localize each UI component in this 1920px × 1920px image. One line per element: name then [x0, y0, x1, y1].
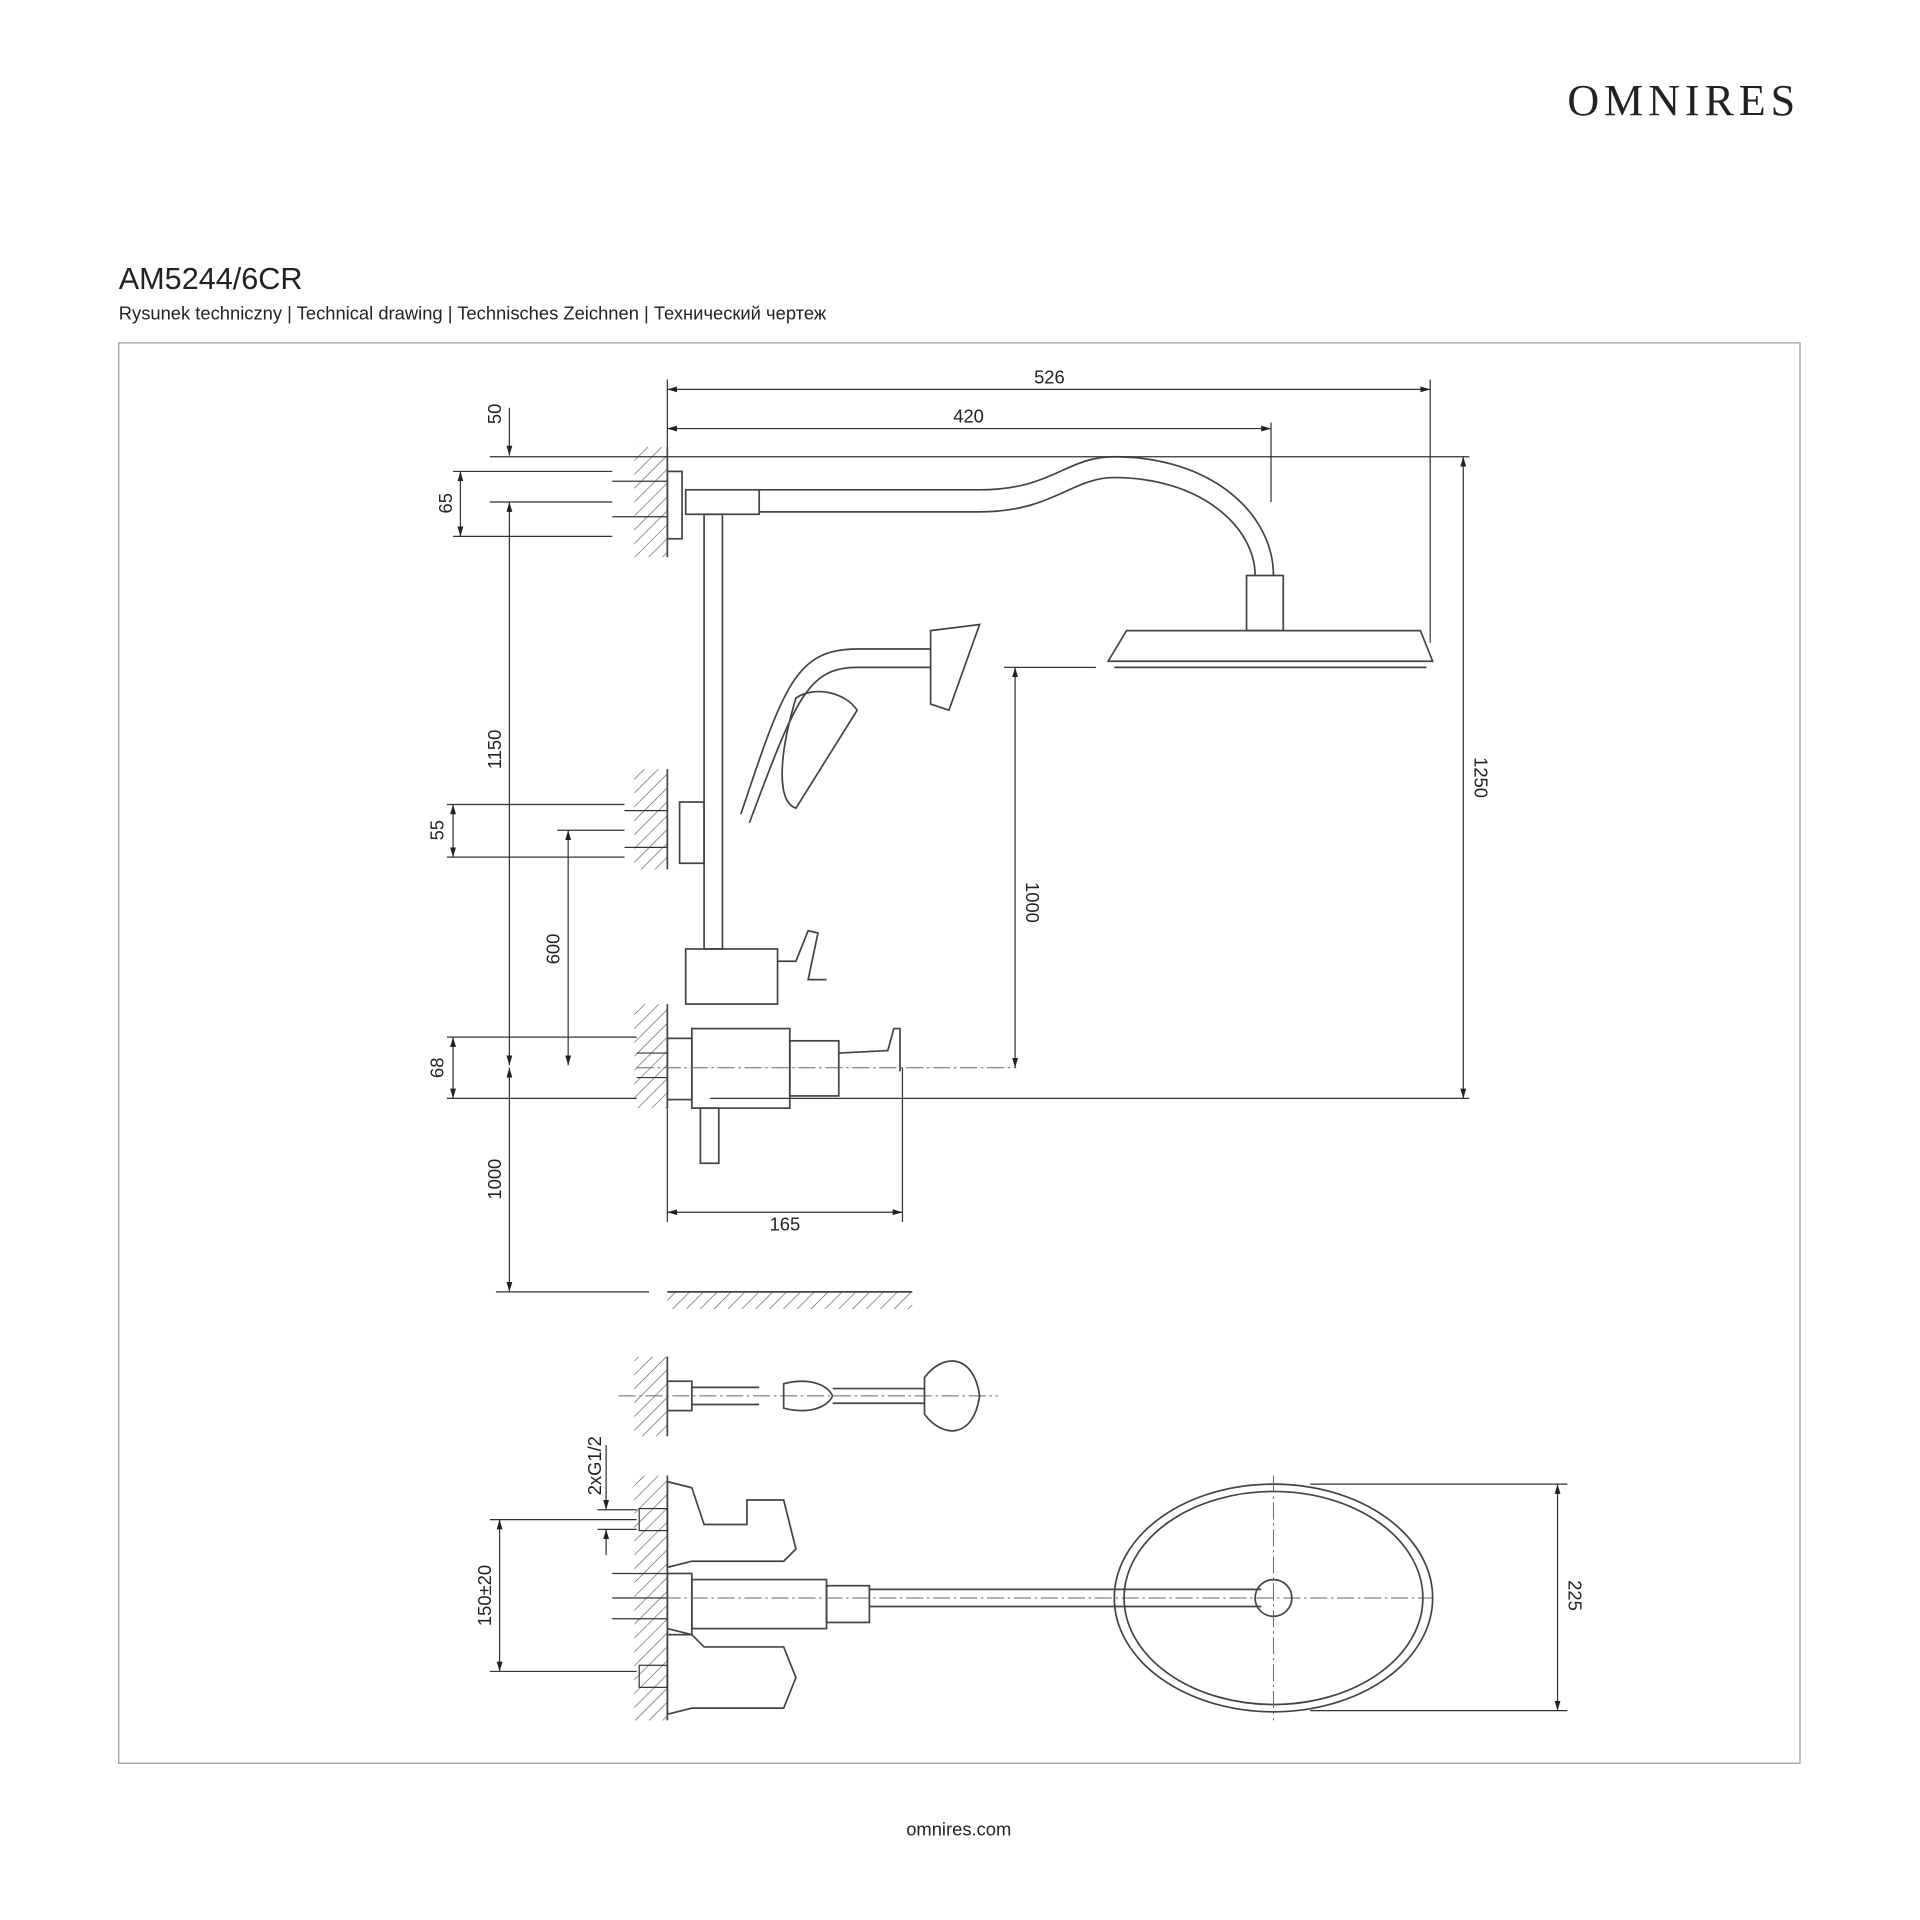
dim-riser-height: 1150 — [484, 730, 505, 769]
dim-head-diameter: 225 — [1565, 1580, 1586, 1611]
dim-inlet-spacing: 150±20 — [474, 1565, 495, 1626]
dim-slide-height: 600 — [543, 934, 564, 965]
dim-valve-depth: 165 — [770, 1214, 801, 1235]
dim-top-bracket: 65 — [435, 493, 456, 513]
dim-valve-bracket: 68 — [426, 1058, 447, 1078]
product-code: AM5244/6CR — [119, 262, 303, 296]
dim-head-height: 1000 — [1022, 882, 1043, 923]
shower-column-elevation — [612, 455, 1434, 1165]
wall-hatching — [634, 446, 913, 1721]
dim-floor-height: 1000 — [484, 1159, 505, 1200]
dim-top-offset: 50 — [484, 404, 505, 424]
dim-inlet-thread: 2xG1/2 — [584, 1436, 605, 1495]
handshower-top-view — [618, 1360, 998, 1432]
plan-view: 2xG1/2 150±20 225 — [474, 1436, 1586, 1721]
dim-mid-bracket: 55 — [426, 820, 447, 840]
dim-overall-width: 526 — [1034, 366, 1065, 387]
drawing-frame — [118, 342, 1801, 1764]
dimension-labels: 526 420 50 65 1150 55 600 68 1000 165 10… — [426, 366, 1491, 1234]
dim-arm-length: 420 — [953, 405, 984, 426]
dimension-lines — [446, 379, 1470, 1293]
brand-logo: OMNIRES — [1567, 76, 1800, 125]
dim-total-height: 1250 — [1470, 757, 1491, 798]
drawing-subtitle: Rysunek techniczny | Technical drawing |… — [119, 303, 827, 324]
footer-website: omnires.com — [906, 1819, 1011, 1840]
